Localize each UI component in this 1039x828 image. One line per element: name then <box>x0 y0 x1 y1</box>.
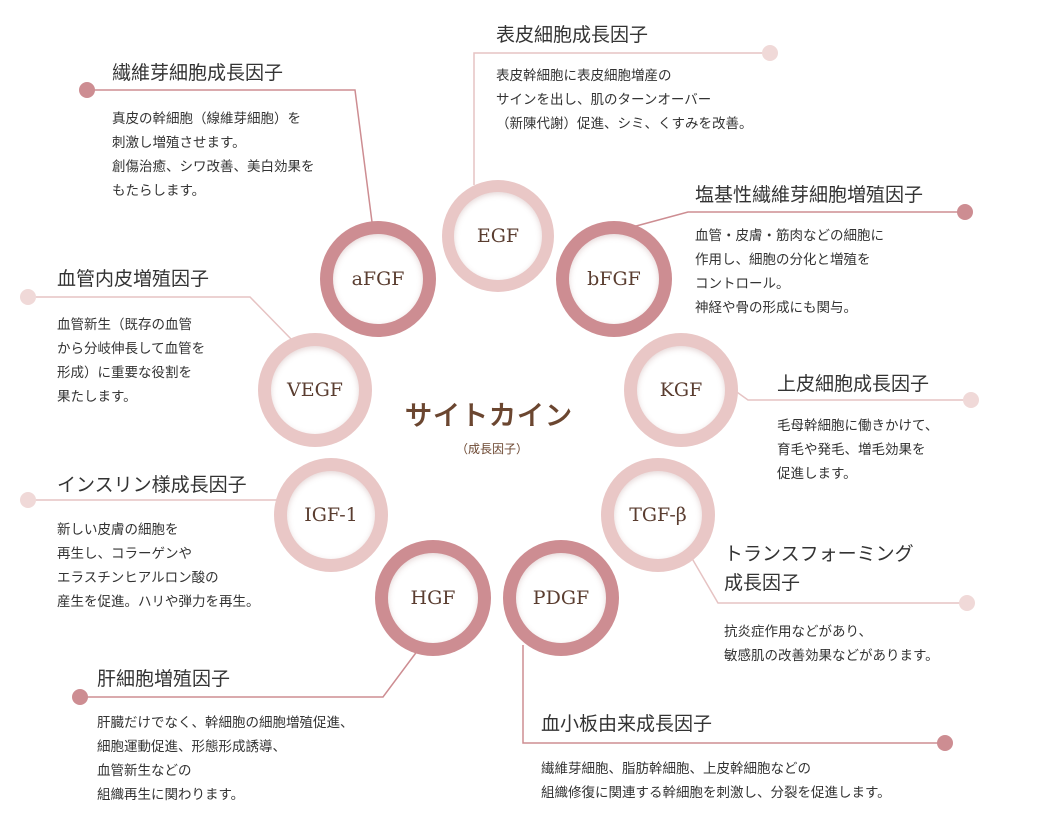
desc-line: 血管新生（既存の血管 <box>57 317 192 333</box>
desc-line: 真皮の幹細胞（線維芽細胞）を <box>112 111 301 127</box>
desc-line: サインを出し、肌のターンオーバー <box>496 92 712 108</box>
center-title: サイトカイン <box>405 401 573 432</box>
connector-vegf <box>28 296 293 341</box>
desc-line: 創傷治癒、シワ改善、美白効果を <box>112 159 315 175</box>
desc-line: 血管・皮膚・筋肉などの細胞に <box>695 228 884 244</box>
desc-line: から分岐伸長して血管を <box>57 341 206 357</box>
title-igf1: インスリン様成長因子 <box>57 474 247 496</box>
desc-hgf: 肝臓だけでなく、幹細胞の細胞増殖促進、 細胞運動促進、形態形成誘導、 血管新生な… <box>97 711 354 807</box>
desc-line: 細胞運動促進、形態形成誘導、 <box>97 739 286 755</box>
desc-line: 形成）に重要な役割を <box>57 365 192 381</box>
node-bfgf: bFGF <box>556 221 672 337</box>
desc-line: 刺激し増殖させます。 <box>112 135 246 151</box>
title-hgf: 肝細胞増殖因子 <box>97 668 231 690</box>
desc-line: 促進します。 <box>777 466 857 482</box>
desc-line: 育毛や発毛、増毛効果を <box>777 442 926 458</box>
title-egf: 表皮細胞成長因子 <box>496 24 649 46</box>
desc-kgf: 毛母幹細胞に働きかけて、 育毛や発毛、増毛効果を 促進します。 <box>777 414 938 486</box>
title-pdgf: 血小板由来成長因子 <box>541 713 713 735</box>
node-label-pdgf: PDGF <box>532 587 590 609</box>
endpoint-dot-igf1 <box>20 492 36 508</box>
desc-line: 作用し、細胞の分化と増殖を <box>695 252 871 268</box>
node-tgfb: TGF-β <box>601 458 715 572</box>
connector-hgf <box>80 649 419 698</box>
desc-line: 再生し、コラーゲンや <box>57 546 192 562</box>
desc-line: エラスチンヒアルロン酸の <box>57 570 219 586</box>
node-vegf: VEGF <box>258 333 372 447</box>
node-label-hgf: HGF <box>410 587 456 609</box>
endpoint-dot-kgf <box>963 392 979 408</box>
node-label-bfgf: bFGF <box>587 268 641 290</box>
desc-line: 繊維芽細胞、脂肪幹細胞、上皮幹細胞などの <box>541 761 811 777</box>
node-label-vegf: VEGF <box>287 379 343 401</box>
desc-line: 血管新生などの <box>97 763 192 779</box>
desc-line: 組織再生に関わります。 <box>97 787 245 803</box>
title-bfgf: 塩基性繊維芽細胞増殖因子 <box>695 184 924 206</box>
title-kgf: 上皮細胞成長因子 <box>777 373 930 395</box>
desc-afgf: 真皮の幹細胞（線維芽細胞）を 刺激し増殖させます。 創傷治癒、シワ改善、美白効果… <box>112 107 315 203</box>
desc-egf: 表皮幹細胞に表皮細胞増産の サインを出し、肌のターンオーバー （新陳代謝）促進、… <box>496 64 753 136</box>
desc-pdgf: 繊維芽細胞、脂肪幹細胞、上皮幹細胞などの 組織修復に関連する幹細胞を刺激し、分裂… <box>541 757 891 805</box>
endpoint-dot-hgf <box>72 689 88 705</box>
endpoint-dot-vegf <box>20 289 36 305</box>
title-tgfb: トランスフォーミング 成長因子 <box>724 540 914 598</box>
connector-egf <box>473 52 770 185</box>
desc-vegf: 血管新生（既存の血管 から分岐伸長して血管を 形成）に重要な役割を 果たします。 <box>57 313 205 409</box>
node-label-igf1: IGF-1 <box>304 504 358 526</box>
node-label-kgf: KGF <box>659 379 703 401</box>
title-vegf: 血管内皮増殖因子 <box>57 268 210 290</box>
desc-line: 果たします。 <box>57 389 137 405</box>
title-tgfb-line-1: トランスフォーミング <box>724 543 914 565</box>
endpoint-dot-pdgf <box>937 735 953 751</box>
endpoint-dot-tgfb <box>959 595 975 611</box>
endpoint-dot-afgf <box>79 82 95 98</box>
title-tgfb-line-2: 成長因子 <box>724 572 801 594</box>
connector-pdgf <box>522 645 945 744</box>
node-egf: EGF <box>442 180 554 292</box>
desc-line: （新陳代謝）促進、シミ、くすみを改善。 <box>496 116 753 132</box>
node-label-tgfb: TGF-β <box>629 504 687 526</box>
center-subtitle: （成長因子） <box>456 442 529 456</box>
desc-line: 神経や骨の形成にも関与。 <box>695 300 857 316</box>
node-hgf: HGF <box>375 540 491 656</box>
node-afgf: aFGF <box>320 221 436 337</box>
desc-line: 組織修復に関連する幹細胞を刺激し、分裂を促進します。 <box>541 785 891 801</box>
endpoint-dot-bfgf <box>957 204 973 220</box>
desc-line: 肝臓だけでなく、幹細胞の細胞増殖促進、 <box>97 715 354 731</box>
desc-line: 新しい皮膚の細胞を <box>57 522 179 538</box>
connector-bfgf <box>613 211 965 233</box>
node-label-afgf: aFGF <box>351 268 405 290</box>
desc-line: もたらします。 <box>112 183 206 199</box>
desc-line: 敏感肌の改善効果などがあります。 <box>724 648 939 664</box>
desc-line: 表皮幹細胞に表皮細胞増産の <box>496 68 672 84</box>
desc-line: 毛母幹細胞に働きかけて、 <box>777 418 939 434</box>
node-kgf: KGF <box>624 333 738 447</box>
node-pdgf: PDGF <box>503 540 619 656</box>
desc-line: コントロール。 <box>695 276 790 292</box>
node-label-egf: EGF <box>476 224 520 247</box>
connector-afgf <box>87 89 373 223</box>
desc-line: 抗炎症作用などがあり、 <box>724 624 872 640</box>
connector-tgfb <box>689 554 967 604</box>
desc-line: 産生を促進。ハリや弾力を再生。 <box>57 594 260 610</box>
endpoint-dot-egf <box>762 45 778 61</box>
desc-tgfb: 抗炎症作用などがあり、 敏感肌の改善効果などがあります。 <box>724 620 939 668</box>
node-igf1: IGF-1 <box>274 458 388 572</box>
title-afgf: 繊維芽細胞成長因子 <box>112 62 284 84</box>
desc-igf1: 新しい皮膚の細胞を 再生し、コラーゲンや エラスチンヒアルロン酸の 産生を促進。… <box>57 518 260 614</box>
desc-bfgf: 血管・皮膚・筋肉などの細胞に 作用し、細胞の分化と増殖を コントロール。 神経や… <box>695 224 884 320</box>
